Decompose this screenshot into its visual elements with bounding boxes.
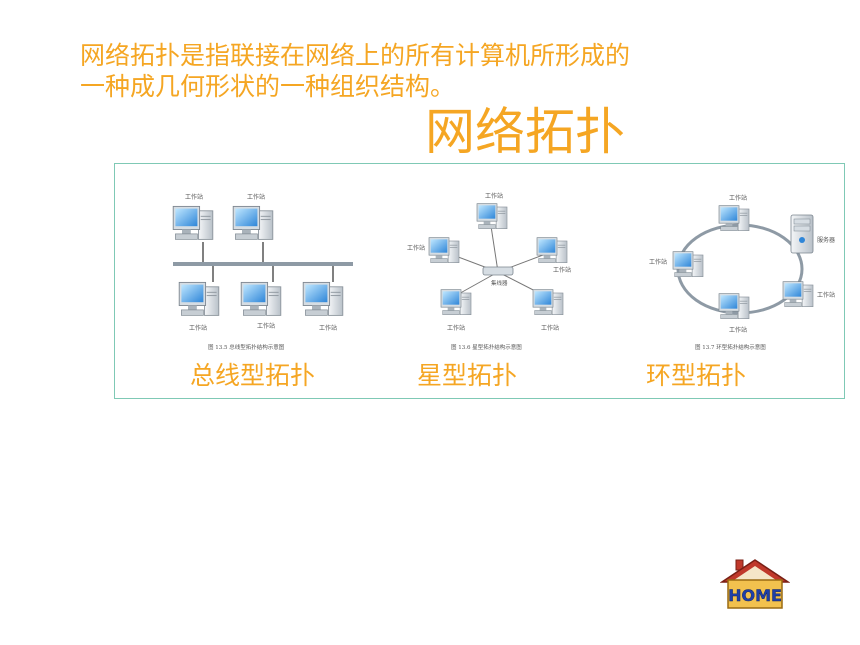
bus-workstation-4 [240,281,282,316]
bus-node-label-4: 工作站 [257,322,275,330]
bus-workstation-2 [232,205,274,240]
bus-workstation-5 [302,281,344,316]
ring-workstation-top [718,205,750,232]
star-figure-caption: 图 13.6 星型拓扑结构示意图 [451,343,522,351]
star-hub-label: 集线器 [491,279,508,287]
star-node-label-3: 工作站 [553,266,571,274]
star-workstation-top [476,203,508,230]
star-node-label-5: 工作站 [541,324,559,332]
ring-workstation-left [672,251,704,278]
bus-topology-label: 总线型拓扑 [190,361,316,390]
home-button[interactable]: HOME [720,558,790,610]
bus-node-label-2: 工作站 [247,193,265,201]
bus-node-label-5: 工作站 [319,324,337,332]
intro-text: 网络拓扑是指联接在网络上的所有计算机所形成的 一种成几何形状的一种组织结构。 [80,40,760,102]
ring-node-label-3: 工作站 [817,291,835,299]
star-hub [482,266,514,276]
ring-server [790,214,814,254]
ring-topology-label: 环型拓扑 [646,361,747,390]
ring-topology-diagram: 工作站 服务器 工作站 工作站 工作站 图 13.7 环型拓扑结构示意图 [649,194,835,351]
star-node-label-2: 工作站 [407,244,425,252]
home-button-label: HOME [728,586,782,605]
bus-cable [173,262,353,266]
bus-node-label-3: 工作站 [189,324,207,332]
bus-workstation-3 [178,281,220,316]
star-node-label-4: 工作站 [447,324,465,332]
bus-topology-diagram: 工作站 工作站 工作站 工作站 工作站 图 13.5 总线型拓扑结构示意图 [172,193,353,351]
ring-node-label-4: 工作站 [729,326,747,334]
ring-node-label-2: 工作站 [649,258,667,266]
star-topology-diagram: 工作站 工作站 工作站 集线器 工作站 工作站 图 13.6 星型拓扑结构示意图 [407,192,571,351]
star-workstation-left [428,237,460,264]
star-workstation-right [536,237,568,264]
topology-panel: 工作站 工作站 工作站 工作站 工作站 图 13.5 总线型拓扑结构示意图 工作… [114,163,845,399]
intro-line-1: 网络拓扑是指联接在网络上的所有计算机所形成的 [80,41,631,70]
ring-workstation-right [782,281,814,308]
ring-server-label: 服务器 [817,236,835,244]
ring-figure-caption: 图 13.7 环型拓扑结构示意图 [695,343,766,351]
bus-workstation-1 [172,205,214,240]
star-topology-label: 星型拓扑 [417,361,518,390]
ring-workstation-bottom [718,293,750,320]
page-title: 网络拓扑 [425,103,625,161]
star-node-label-1: 工作站 [485,192,503,200]
bus-node-label-1: 工作站 [185,193,203,201]
intro-line-2: 一种成几何形状的一种组织结构。 [80,72,456,101]
ring-node-label-1: 工作站 [729,194,747,202]
star-workstation-bottom-left [440,289,472,316]
bus-figure-caption: 图 13.5 总线型拓扑结构示意图 [208,343,285,351]
home-icon: HOME [720,559,790,609]
star-workstation-bottom-right [532,289,564,316]
